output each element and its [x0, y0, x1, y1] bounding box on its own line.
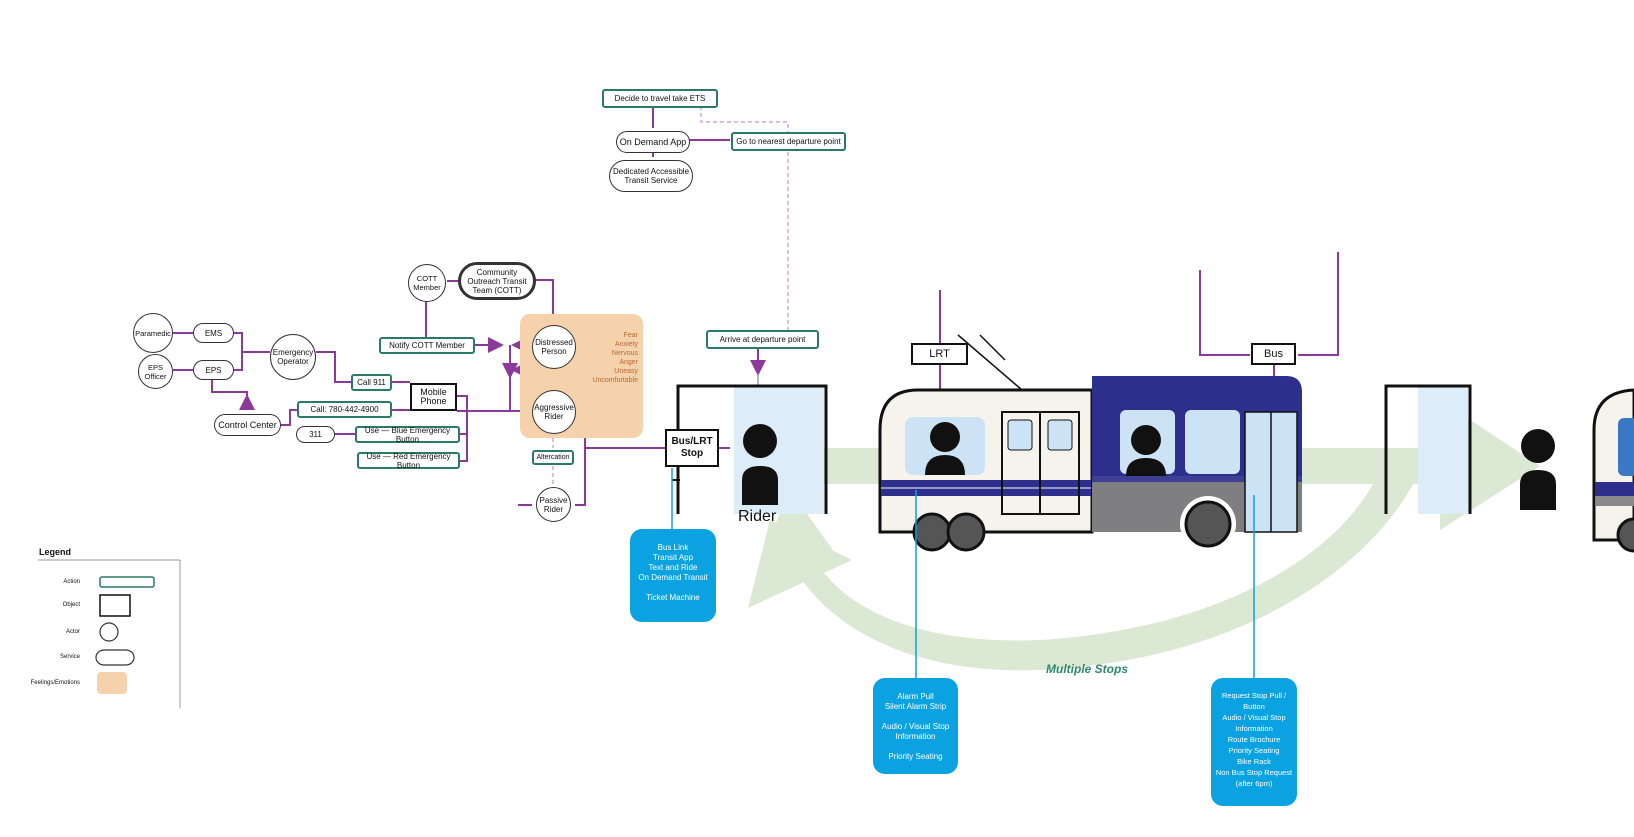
lrt-tag: LRT [911, 343, 968, 365]
mobile-phone-object: Mobile Phone [410, 383, 457, 411]
n311-service: 311 [296, 426, 335, 443]
dashed-connectors [552, 106, 789, 487]
rider-figure [742, 424, 778, 505]
call-911-action: Call 911 [351, 374, 392, 391]
on-demand-app-service: On Demand App [616, 131, 690, 153]
next-stop-shelter [1384, 384, 1556, 514]
rider-label: Rider [738, 508, 777, 525]
eps-service: EPS [193, 360, 234, 380]
eps-officer-actor: EPS Officer [138, 354, 173, 389]
stop-touchpoints-card: Bus Link Transit App Text and Ride On De… [630, 529, 716, 622]
legend-actor-label: Actor [65, 629, 80, 635]
feelings-list: Fear Anxiety Nervous Anger Uneasy Uncomf… [592, 332, 638, 384]
passive-rider-actor: Passive Rider [536, 487, 571, 522]
arrive-departure-action: Arrive at departure point [706, 330, 819, 349]
paramedic-actor: Paramedic [133, 313, 173, 353]
dats-service: Dedicated Accessible Transit Service [609, 160, 693, 192]
distressed-person-actor: Distressed Person [532, 325, 576, 369]
emergency-operator-actor: Emergency Operator [270, 334, 316, 380]
legend-action-label: Action [63, 579, 80, 585]
touchpoint-leaders [671, 468, 1255, 680]
notify-cott-action: Notify COTT Member [379, 337, 475, 354]
go-to-departure-action: Go to nearest departure point [731, 132, 846, 151]
call-number-action: Call: 780-442-4900 [297, 401, 392, 418]
bus-tag: Bus [1251, 343, 1296, 365]
ems-service: EMS [193, 323, 234, 343]
bus-vehicle [1092, 252, 1339, 552]
legend-feelings-label: Feelings/Emotions [30, 680, 80, 686]
control-center-service: Control Center [214, 414, 281, 436]
bus-lrt-stop-tag: Bus/LRT Stop [665, 429, 719, 467]
planning-connectors [652, 106, 766, 425]
red-button-action: Use — Red Emergency Button [357, 452, 460, 470]
legend-title: Legend [39, 547, 72, 557]
legend-frame [38, 559, 181, 708]
decide-to-travel-action: Decide to travel take ETS [602, 89, 718, 108]
multiple-stops-label: Multiple Stops [1046, 662, 1128, 676]
lrt-touchpoints-card: Alarm Pull Silent Alarm Strip Audio / Vi… [873, 678, 958, 774]
bus-touchpoints-card: Request Stop Pull / Button Audio / Visua… [1211, 678, 1297, 806]
next-vehicle-partial [1592, 388, 1634, 553]
cott-team-service: Community Outreach Transit Team (COTT) [458, 262, 536, 300]
legend-object-label: Object [62, 602, 80, 608]
safety-connectors [173, 279, 730, 506]
cott-member-actor: COTT Member [408, 264, 446, 302]
lrt-vehicle [878, 290, 1094, 552]
aggressive-rider-actor: Aggressive Rider [532, 390, 576, 434]
legend-service-label: Service [59, 654, 80, 660]
blue-button-action: Use — Blue Emergency Button [355, 426, 460, 444]
altercation-action: Altercation [532, 450, 574, 465]
